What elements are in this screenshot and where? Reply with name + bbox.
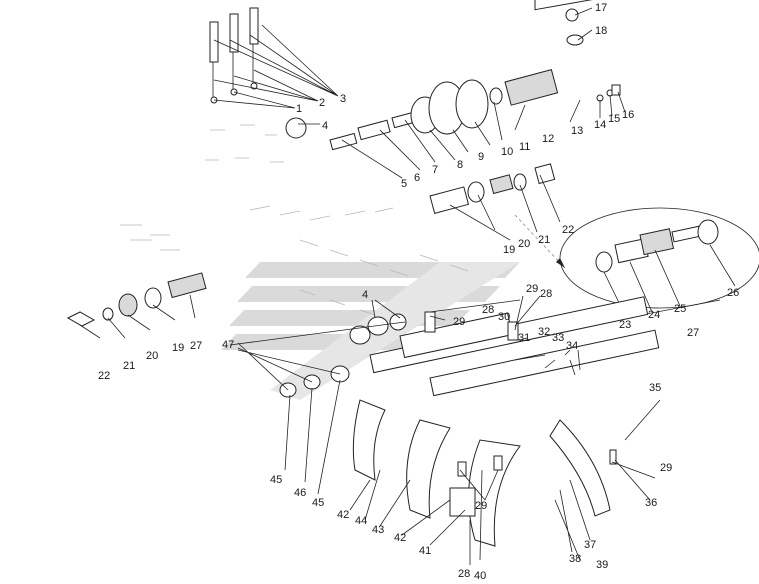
callout-label: 5 — [401, 178, 407, 190]
callout-label: 33 — [552, 332, 564, 344]
callout-label: 14 — [594, 119, 606, 131]
callout-label: 37 — [584, 539, 596, 551]
callout-label: 24 — [648, 309, 660, 321]
callout-label: 9 — [478, 151, 484, 163]
callout-label: 20 — [518, 238, 530, 250]
callout-label: 17 — [595, 2, 607, 14]
callout-label: 7 — [432, 164, 438, 176]
callout-label: 29 — [475, 500, 487, 512]
callout-label: 32 — [538, 326, 550, 338]
callout-label: 8 — [457, 159, 463, 171]
watermark-logo — [221, 262, 520, 400]
callout-label: 42 — [337, 509, 349, 521]
callout-label: 38 — [569, 553, 581, 565]
shift-rails-forks — [279, 296, 660, 547]
callout-label: 36 — [645, 497, 657, 509]
callout-label: 4 — [322, 120, 328, 132]
callout-label: 19 — [172, 342, 184, 354]
callout-label: 47 — [222, 339, 234, 351]
callout-label: 15 — [608, 113, 620, 125]
callout-label: 13 — [571, 125, 583, 137]
callout-label: 29 — [660, 462, 672, 474]
callout-label: 26 — [727, 287, 739, 299]
callout-label: 45 — [270, 474, 282, 486]
callout-label: 45 — [312, 497, 324, 509]
callout-label: 25 — [674, 303, 686, 315]
ghost-parts — [120, 124, 469, 326]
callout-label: 42 — [394, 532, 406, 544]
callout-label: 21 — [538, 234, 550, 246]
callout-label: 35 — [649, 382, 661, 394]
callout-label: 21 — [123, 360, 135, 372]
callout-label: 28 — [458, 568, 470, 580]
callout-label: 46 — [294, 487, 306, 499]
callout-label: 20 — [146, 350, 158, 362]
callout-label: 22 — [562, 224, 574, 236]
callout-label: 2 — [319, 97, 325, 109]
callout-label: 27 — [190, 340, 202, 352]
callout-label: 1 — [296, 103, 302, 115]
callout-label: 29 — [453, 316, 465, 328]
callout-label: 28 — [482, 304, 494, 316]
callout-label: 12 — [542, 133, 554, 145]
callout-label: 44 — [355, 515, 367, 527]
callout-label: 23 — [619, 319, 631, 331]
callout-label: 39 — [596, 559, 608, 571]
callout-label: 22 — [98, 370, 110, 382]
callout-label: 28 — [540, 288, 552, 300]
callout-label: 41 — [419, 545, 431, 557]
shaft-assembly-left — [66, 272, 207, 327]
callout-label: 19 — [503, 244, 515, 256]
shaft-assembly-middle — [429, 163, 556, 214]
callout-label: 43 — [372, 524, 384, 536]
callout-label: 11 — [519, 141, 530, 153]
callout-label: 3 — [340, 93, 346, 105]
callout-label: 6 — [414, 172, 420, 184]
callout-label: 27 — [687, 327, 699, 339]
callout-label: 16 — [622, 109, 634, 121]
detail-view-parts — [595, 219, 719, 273]
callout-label: 18 — [595, 25, 607, 37]
callout-label: 34 — [566, 340, 578, 352]
detent-springs — [209, 7, 259, 104]
callout-labels: 1 2 3 4 4 5 6 7 8 9 10 11 12 13 14 15 16… — [98, 2, 739, 582]
callout-label: 10 — [501, 146, 513, 158]
input-shaft-parts — [285, 0, 621, 151]
callout-label: 4 — [362, 289, 368, 301]
callout-label: 40 — [474, 570, 486, 582]
callout-label: 30 — [498, 311, 510, 323]
callout-label: 29 — [526, 283, 538, 295]
callout-label: 31 — [518, 332, 530, 344]
